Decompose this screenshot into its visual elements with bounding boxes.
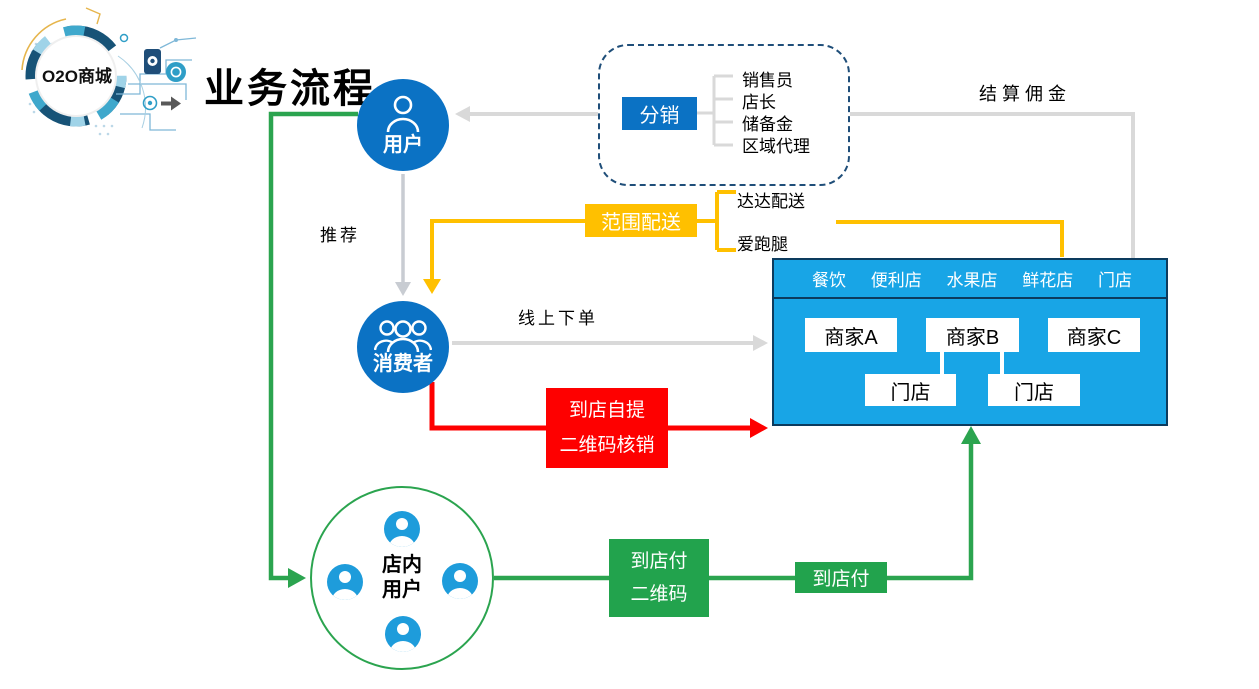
pay-qr-box: 到店付 二维码 (609, 539, 709, 617)
logo-circuit-lines (116, 37, 197, 131)
logo-device-lens-dot (150, 58, 155, 64)
instore-line-left (268, 111, 358, 581)
tab-catering: 餐饮 (812, 271, 846, 290)
avatar (385, 616, 421, 652)
mall-box: 餐饮 便利店 水果店 鲜花店 门店 商家A 商家B 商家C 门店 门店 (772, 258, 1168, 426)
distribution-member-reserve: 储备金 (742, 114, 793, 135)
distribution-bracket (697, 74, 733, 147)
avatar-person-icon (389, 518, 415, 547)
pickup-box: 到店自提 二维码核销 (546, 388, 668, 468)
instore-arrowhead-right-icon (288, 568, 306, 588)
consumer-label: 消费者 (373, 353, 433, 375)
instore-users-label: 店内 用户 (382, 553, 422, 603)
tab-fruit: 水果店 (946, 271, 998, 290)
provider-paotui: 爱跑腿 (737, 234, 788, 255)
pay-qr-line1: 到店付 (630, 551, 688, 572)
logo-decorations (21, 7, 197, 136)
logo-title: O2O商城 (42, 67, 112, 86)
distribution-member-salesperson: 销售员 (742, 70, 793, 91)
logo-ring-light (25, 25, 127, 127)
logo-target-inner (170, 66, 182, 78)
online-order-arrowhead-right-icon (753, 335, 768, 351)
user-label: 用户 (383, 134, 423, 156)
distribution-member-manager: 店长 (742, 92, 776, 113)
distribution-member-agent: 区域代理 (742, 136, 810, 157)
instore-label-line2: 用户 (382, 579, 422, 601)
avatar (442, 563, 478, 599)
logo-gear-dot (147, 100, 153, 106)
avatar (327, 564, 363, 600)
store-box-2: 门店 (988, 374, 1080, 406)
range-delivery-box: 范围配送 (585, 204, 697, 237)
pickup-arrowhead-right-icon (750, 418, 768, 438)
logo-target-icon (166, 62, 186, 82)
merchant-a-box: 商家A (805, 318, 897, 352)
pay-qr-line2: 二维码 (630, 584, 688, 605)
tab-convenience: 便利店 (870, 271, 922, 290)
avatar-person-icon (447, 570, 473, 599)
delivery-bracket (697, 190, 736, 252)
user-node: 用户 (357, 79, 449, 171)
delivery-line-right (836, 220, 1064, 257)
delivery-line-left (430, 219, 585, 280)
page-title: 业务流程 (204, 67, 376, 111)
merchant-store-connector (940, 350, 944, 376)
logo-gear-icon (142, 95, 158, 111)
consumer-group-icon (374, 320, 432, 353)
consumer-node: 消费者 (357, 301, 449, 393)
merchant-b-box: 商家B (926, 318, 1019, 352)
logo-circle-face (37, 37, 115, 115)
instore-users-node: 店内 用户 (310, 486, 494, 670)
pay-arrowhead-up-icon (961, 426, 981, 444)
logo-yellow-arc (21, 18, 67, 71)
logo-yellow-tick (85, 7, 101, 25)
logo-ring-teal (25, 25, 127, 127)
merchant-c-box: 商家C (1048, 318, 1140, 352)
tab-flower: 鲜花店 (1022, 271, 1074, 290)
logo-node-dot (174, 38, 178, 42)
settle-commission-label: 结算佣金 (979, 84, 1071, 105)
recommend-arrowhead-down-icon (395, 282, 411, 296)
user-icon (386, 95, 420, 133)
recommend-label: 推荐 (320, 226, 360, 246)
logo-small-ring (119, 33, 129, 43)
online-order-label: 线上下单 (518, 309, 598, 329)
avatar (384, 511, 420, 547)
logo-arrow-icon (161, 96, 181, 111)
store-box-1: 门店 (865, 374, 956, 406)
pickup-line1: 到店自提 (568, 400, 645, 421)
pay-box: 到店付 (795, 562, 887, 593)
merchant-store-connector (1000, 350, 1004, 376)
instore-label-line1: 店内 (382, 554, 422, 576)
mall-tab-bar: 餐饮 便利店 水果店 鲜花店 门店 (774, 260, 1166, 299)
provider-dada: 达达配送 (737, 191, 805, 212)
avatar-person-icon (390, 623, 416, 652)
logo-graphic (21, 7, 197, 136)
delivery-arrowhead-down-icon (423, 279, 441, 294)
avatar-person-icon (332, 571, 358, 600)
settle-commission-arrowhead-left-icon (455, 106, 470, 122)
pickup-line2: 二维码核销 (559, 435, 655, 456)
tab-store: 门店 (1098, 271, 1132, 290)
distribution-box: 分销 (622, 97, 697, 130)
